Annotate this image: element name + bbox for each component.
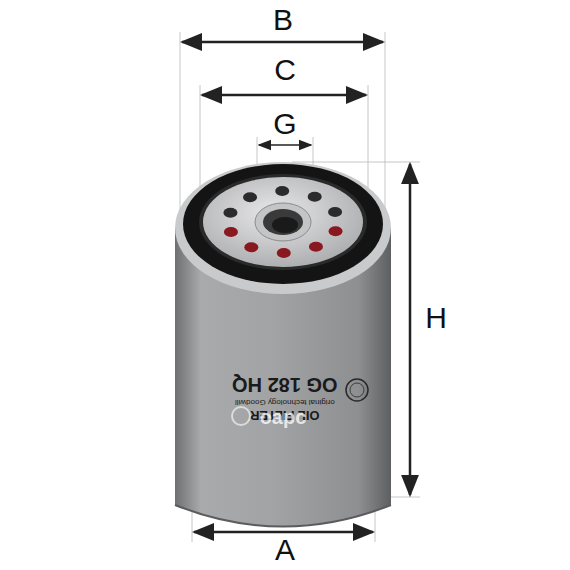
oil-hole	[328, 207, 342, 217]
watermark: oapc	[260, 406, 307, 429]
dimension-letter: A	[275, 533, 295, 567]
oil-hole	[223, 208, 237, 218]
oil-hole	[329, 226, 343, 236]
brand-text: original technology Goodwill	[235, 398, 335, 407]
dimension-letter: B	[273, 3, 293, 37]
oil-hole	[309, 242, 323, 252]
oil-hole	[243, 192, 257, 202]
dimension-letter: H	[425, 301, 447, 335]
oil-hole	[275, 186, 289, 196]
oil-hole	[224, 227, 238, 237]
dimension-letter: G	[273, 107, 296, 141]
dimension-letter: C	[274, 53, 296, 87]
oil-hole	[308, 192, 322, 202]
part-number: OG 182 HQ	[232, 373, 338, 396]
oil-hole	[277, 248, 291, 258]
oil-hole	[244, 242, 258, 252]
